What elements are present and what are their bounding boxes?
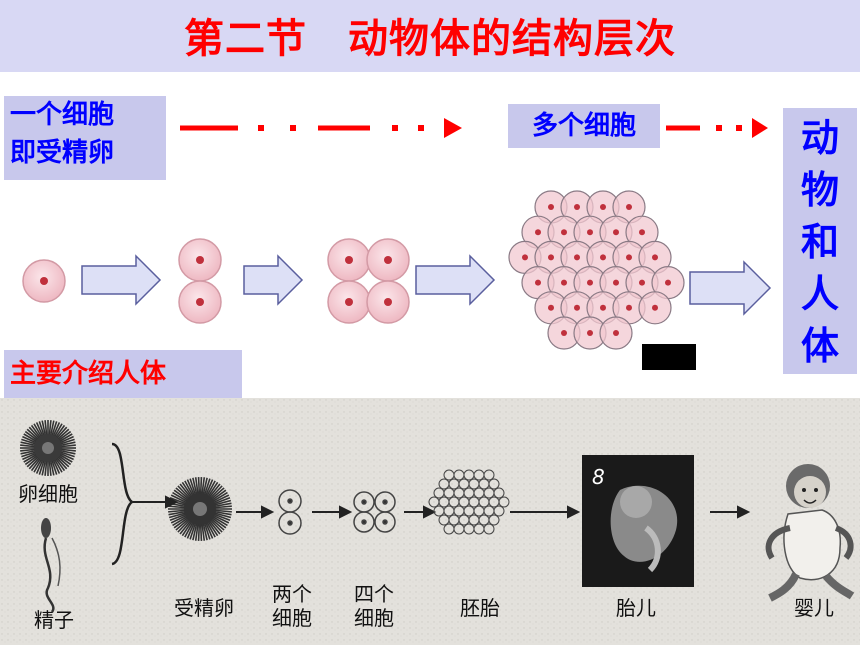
zygote-photo-label: 受精卵 <box>174 596 234 620</box>
cluster-cell-nucleus <box>626 304 632 311</box>
sperm-image <box>41 518 61 613</box>
egg-cell-image <box>20 420 76 476</box>
cluster-cell-nucleus <box>548 254 554 261</box>
cluster-cell-nucleus <box>561 229 567 236</box>
photo-two-cells <box>278 489 302 535</box>
zygote-label: 即受精卵 <box>10 138 115 168</box>
cell-division-diagram <box>22 118 772 350</box>
cluster-cell-nucleus <box>600 204 606 210</box>
cluster-cell-nucleus <box>665 279 671 286</box>
cluster-cell-nucleus <box>587 229 593 236</box>
cluster-cell-nucleus <box>613 279 619 286</box>
human-focus-box: 主要介绍人体 <box>4 350 242 398</box>
four-cell-stage <box>327 238 410 324</box>
cluster-cell-nucleus <box>626 204 632 210</box>
cluster-cell-nucleus <box>639 229 645 236</box>
cluster-cell-nucleus <box>548 204 554 210</box>
development-photo: 8 卵细胞 精子 受精卵 两个 细胞 四个 细胞 胚胎 胎儿 婴儿 <box>0 398 860 645</box>
baby-image <box>765 464 855 602</box>
egg-label: 卵细胞 <box>18 482 78 506</box>
animal-char-4: 人 <box>800 272 839 316</box>
cluster-cell-nucleus <box>535 279 541 286</box>
block-arrow-2 <box>243 254 304 306</box>
development-sequence: 8 <box>0 398 860 645</box>
photo-four-cells <box>353 491 396 533</box>
slide-title: 第二节 动物体的结构层次 <box>184 16 676 62</box>
two-cells-line-2: 细胞 <box>272 606 312 630</box>
cluster-cell-nucleus <box>561 279 567 286</box>
block-arrow-1 <box>81 254 162 306</box>
four-cells-label: 四个 细胞 <box>342 582 406 630</box>
embryo-label: 胚胎 <box>460 596 500 620</box>
fetus-label: 胎儿 <box>616 596 656 620</box>
cluster-cell-nucleus <box>639 279 645 286</box>
fetus-image: 8 <box>582 455 694 587</box>
animal-char-5: 体 <box>800 324 839 368</box>
four-cells-line-2: 细胞 <box>354 606 394 630</box>
cluster-cell-nucleus <box>561 330 567 336</box>
sperm-label: 精子 <box>34 608 74 632</box>
animal-char-3: 和 <box>800 220 839 264</box>
cluster-cell-nucleus <box>574 304 580 311</box>
cluster-cell-nucleus <box>626 254 632 261</box>
multi-cell-box: 多个细胞 <box>508 104 660 148</box>
animal-char-2: 物 <box>800 168 839 212</box>
cluster-cell-nucleus <box>535 229 541 236</box>
photo-embryo <box>428 469 510 535</box>
multi-cell-cluster <box>508 190 685 350</box>
block-arrow-3 <box>415 254 496 306</box>
brace <box>111 442 135 566</box>
black-block <box>642 344 696 370</box>
one-cell-label: 一个细胞 <box>10 100 115 130</box>
block-arrow-4 <box>689 260 772 316</box>
cluster-cell-nucleus <box>652 304 658 311</box>
cluster-cell-nucleus <box>600 304 606 311</box>
animal-char-1: 动 <box>800 116 839 160</box>
four-cells-line-1: 四个 <box>354 582 394 606</box>
cluster-cell-nucleus <box>587 279 593 286</box>
month-badge: 8 <box>592 465 605 489</box>
cluster-cell-nucleus <box>613 229 619 236</box>
two-cells-line-1: 两个 <box>272 582 312 606</box>
cluster-cell-nucleus <box>652 254 658 261</box>
dash-arrow-2 <box>666 118 768 138</box>
cluster-cell-nucleus <box>548 304 554 311</box>
baby-label: 婴儿 <box>794 596 834 620</box>
one-cell-box: 一个细胞 即受精卵 <box>4 96 166 180</box>
cluster-cell-nucleus <box>574 254 580 261</box>
dash-arrow-1 <box>180 118 462 138</box>
cluster-cell-nucleus <box>600 254 606 261</box>
animal-human-box: 动 物 和 人 体 <box>783 108 857 374</box>
title-bar: 第二节 动物体的结构层次 <box>0 0 860 72</box>
single-cell <box>22 259 66 303</box>
cluster-cell-nucleus <box>522 254 528 261</box>
zygote-image <box>168 476 232 542</box>
photo-arrows <box>133 495 751 519</box>
two-cells-label: 两个 细胞 <box>260 582 324 630</box>
two-cell-stage <box>178 238 222 324</box>
cluster-cell-nucleus <box>574 204 580 210</box>
cluster-cell-nucleus <box>587 330 593 336</box>
cluster-cell-nucleus <box>613 330 619 336</box>
